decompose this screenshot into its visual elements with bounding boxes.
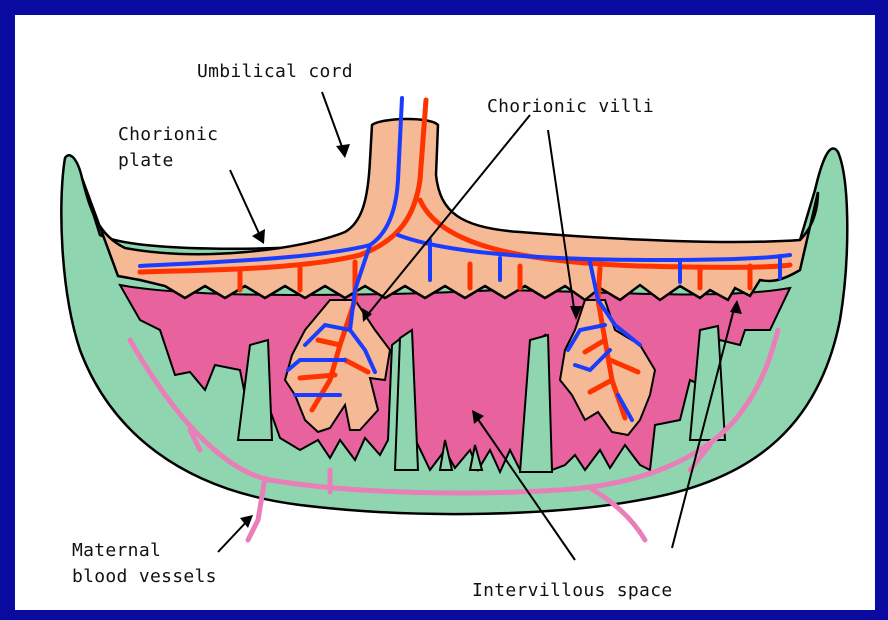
label-chorionic-villi: Chorionic villi bbox=[487, 96, 654, 117]
label-maternal-line1: Maternal bbox=[72, 540, 161, 561]
label-umbilical-cord: Umbilical cord bbox=[197, 61, 353, 82]
label-chorionic-plate-line2: plate bbox=[118, 150, 174, 171]
label-chorionic-plate-line1: Chorionic bbox=[118, 124, 218, 145]
label-maternal-line2: blood vessels bbox=[72, 566, 217, 587]
label-intervillous-space: Intervillous space bbox=[472, 580, 672, 601]
